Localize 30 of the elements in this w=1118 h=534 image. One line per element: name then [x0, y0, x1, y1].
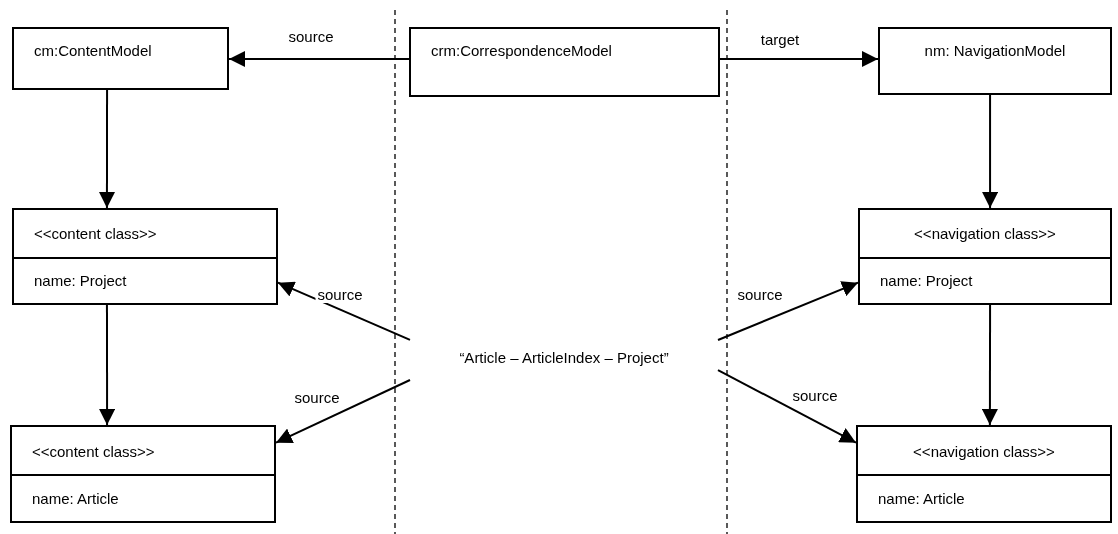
model-name: cm:ContentModel	[34, 42, 152, 60]
stereotype-text: <<navigation class>>	[912, 442, 1056, 461]
class-box	[858, 208, 1112, 305]
class-box	[12, 208, 278, 305]
stereotype-text: <<content class>>	[34, 225, 157, 244]
arrow	[982, 94, 999, 209]
stereotype-text: <<content class>>	[32, 442, 155, 461]
annotation-text: “Article – ArticleIndex – Project”	[410, 335, 718, 380]
attribute-text: name: Project	[34, 271, 127, 290]
class-box	[10, 425, 276, 523]
attribute-text: name: Article	[32, 489, 119, 508]
edge-label: target	[758, 32, 802, 48]
attribute-text: name: Project	[880, 271, 973, 290]
attribute-text: name: Article	[878, 489, 965, 508]
model-name: nm: NavigationModel	[923, 42, 1067, 60]
model-name: crm:CorrespondenceModel	[431, 42, 612, 60]
arrow	[719, 50, 879, 67]
arrow	[277, 281, 411, 341]
class-box	[856, 425, 1112, 523]
arrow	[228, 51, 410, 67]
arrow	[717, 281, 859, 341]
arrow	[717, 369, 857, 444]
model-box	[12, 27, 229, 90]
arrow	[981, 304, 998, 426]
model-box	[409, 27, 720, 97]
arrow	[275, 379, 411, 444]
model-box	[878, 27, 1112, 95]
stereotype-text: <<navigation class>>	[913, 225, 1057, 244]
arrow	[99, 304, 116, 426]
arrow	[98, 89, 115, 209]
